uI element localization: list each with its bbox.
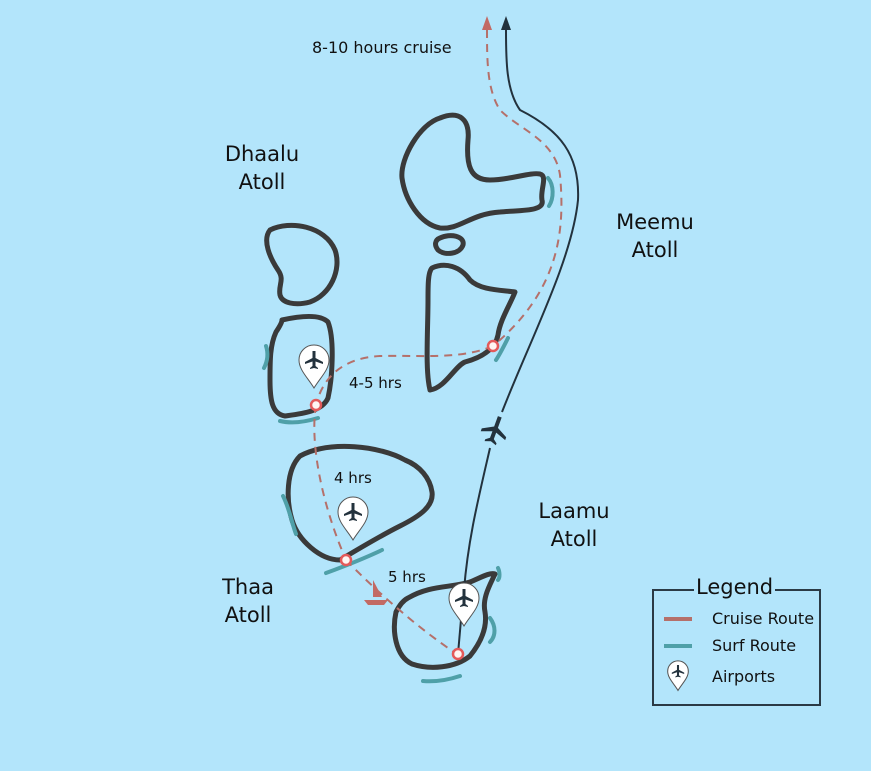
legend-title: Legend [694,575,776,599]
dhaalu-atoll-label: Dhaalu Atoll [212,140,312,196]
waypoint-laamu [451,647,465,661]
waypoint-meemu [486,339,500,353]
thaa-line1: Thaa [222,575,274,599]
waypoints [309,339,500,661]
island-meemu-south [424,262,518,393]
flight-arrow-icon [501,16,511,30]
cruise-duration-label: 8-10 hours cruise [312,38,452,57]
meemu-line2: Atoll [631,238,679,262]
island-dhaalu-north [264,222,340,307]
thaa-line2: Atoll [224,603,272,627]
surf-route-swatch [664,643,692,648]
legend-item-label: Cruise Route [712,609,815,628]
dhaalu-line1: Dhaalu [224,142,300,166]
leg-dhaalu-meemu-label: 4-5 hrs [349,374,402,392]
dhaalu-line2: Atoll [238,170,286,194]
laamu-line1: Laamu [538,499,610,523]
island-dhaalu-south [267,314,335,419]
thaa-atoll-label: Thaa Atoll [198,573,298,629]
airport-pin-dhaalu-icon[interactable] [298,344,330,389]
legend-item-surf: Surf Route [664,636,796,655]
airplane-icon [480,416,507,446]
cruise-arrow-icon [482,16,492,30]
island-meemu-small [433,233,466,256]
legend-item-label: Surf Route [712,636,797,655]
island-laamu [391,571,498,670]
legend-item-label: Airports [712,666,776,686]
legend-item-airports: Airports [664,659,775,693]
cruise-route-swatch [664,616,692,621]
surf-routes [262,176,555,684]
airport-pin-thaa-icon[interactable] [337,496,369,541]
waypoint-dhaalu [309,398,323,412]
laamu-line2: Atoll [550,527,598,551]
island-meemu-north [399,112,547,231]
meemu-line1: Meemu [616,210,694,234]
laamu-atoll-label: Laamu Atoll [524,497,624,553]
meemu-atoll-label: Meemu Atoll [605,208,705,264]
waypoint-thaa [339,553,353,567]
islands [264,112,547,670]
boat-icon [364,580,388,605]
leg-dhaalu-thaa-label: 4 hrs [334,469,372,487]
airport-pin-laamu-icon[interactable] [448,582,480,627]
cruise-route [313,29,563,655]
legend-item-cruise: Cruise Route [664,609,814,628]
leg-thaa-laamu-label: 5 hrs [388,568,426,586]
airport-pin-icon [664,659,692,693]
legend: Legend Cruise Route Surf Route Airports [652,575,821,706]
